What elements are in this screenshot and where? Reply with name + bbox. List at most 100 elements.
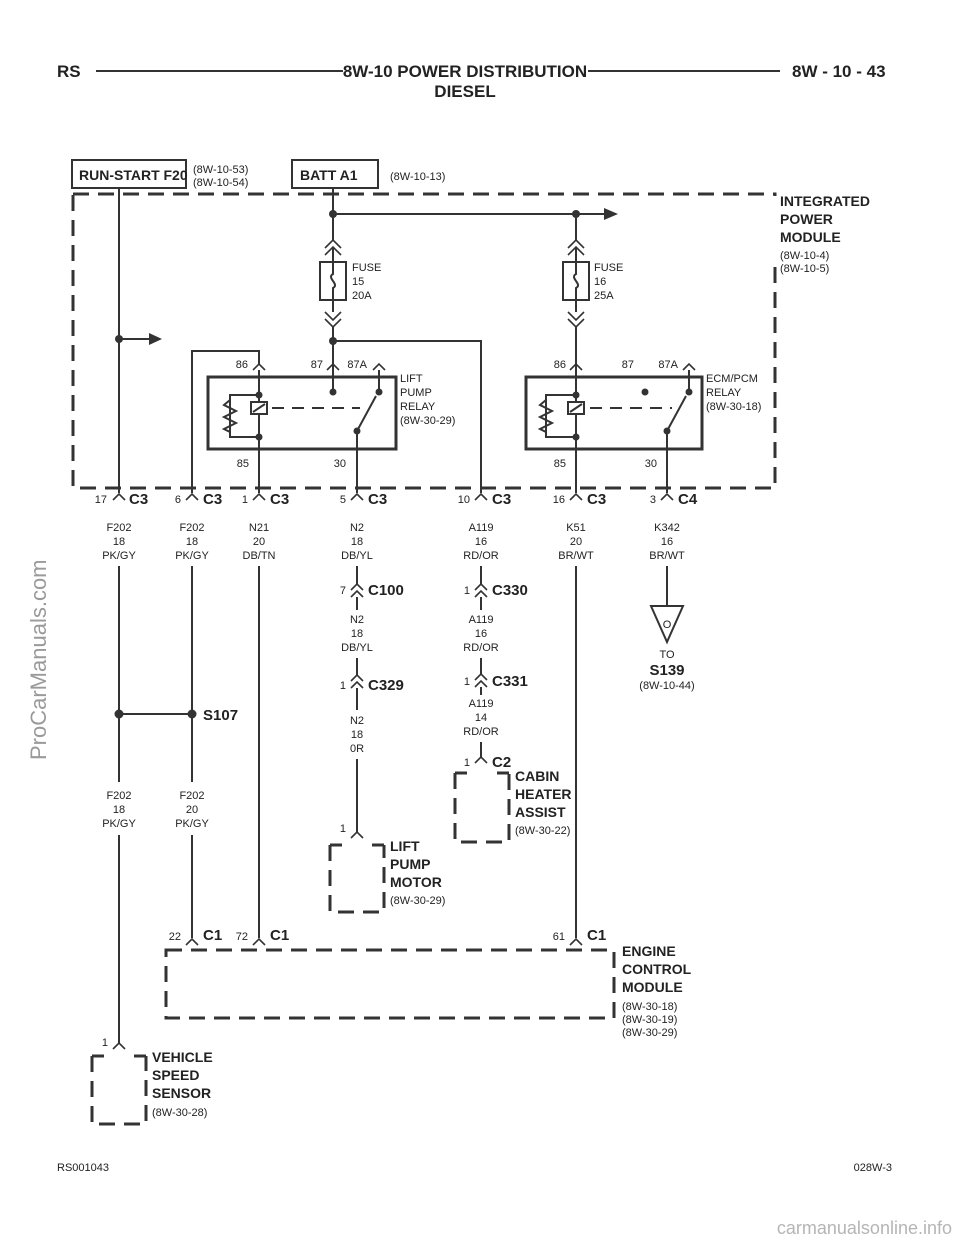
fuse15-bottom-terminal: [324, 311, 342, 329]
s139-to: TO: [659, 649, 675, 661]
wire-label-n2: N2 18 DB/YL: [341, 522, 373, 562]
ecm-relay-label-1: ECM/PCM: [706, 373, 758, 385]
cabin-heater-label-1: CABIN: [515, 768, 559, 784]
ecm-relay-t87a: [682, 362, 696, 371]
ecm-relay-box: [524, 375, 704, 451]
ecm-relay-pin86: 86: [554, 359, 566, 371]
svg-text:K51: K51: [566, 522, 586, 534]
ecm-relay-coil-slash: [569, 403, 583, 413]
svg-text:C3: C3: [492, 491, 511, 508]
svg-text:1: 1: [242, 494, 248, 506]
svg-text:18: 18: [113, 536, 125, 548]
svg-text:RD/OR: RD/OR: [463, 642, 499, 654]
ecm-relay-t86: [569, 362, 583, 371]
svg-text:C3: C3: [203, 491, 222, 508]
ecm-relay-pin30: 30: [645, 458, 657, 470]
wire-label-f202-mid-low: F202 20 PK/GY: [175, 790, 209, 830]
side-watermark: ProCarManuals.com: [26, 559, 51, 760]
lift-relay-t86: [252, 362, 266, 371]
svg-text:DB/YL: DB/YL: [341, 642, 373, 654]
footer-figure-id: RS001043: [57, 1162, 109, 1174]
fuse16-element: [573, 262, 579, 300]
vss-ref: (8W-30-28): [152, 1107, 207, 1119]
s139-ref: (8W-10-44): [639, 680, 694, 692]
svg-text:C329: C329: [368, 677, 404, 694]
svg-text:C330: C330: [492, 582, 528, 599]
wire-label-f202-left-low: F202 18 PK/GY: [102, 790, 136, 830]
lift-relay-label-1: LIFT: [400, 373, 423, 385]
ecm-relay-pin87a: 87A: [658, 359, 678, 371]
connector-c330: 1 C330: [464, 582, 528, 610]
svg-text:RD/OR: RD/OR: [463, 726, 499, 738]
vss-label-1: VEHICLE: [152, 1049, 213, 1065]
fuse16-bottom-terminal: [567, 311, 585, 329]
a119-internal-wire: [333, 340, 482, 493]
page-number: 8W - 10 - 43: [792, 62, 886, 81]
lift-relay-t87a: [372, 362, 386, 371]
lift-relay-switch-arm: [356, 395, 377, 432]
batt-ref: (8W-10-13): [390, 171, 445, 183]
lift-relay-label-2: PUMP: [400, 387, 432, 399]
ipm-ref-1: (8W-10-4): [780, 250, 829, 262]
connector-c3-17: 17 C3: [95, 491, 148, 508]
ecm-outline: [164, 948, 616, 1020]
ecm-ref-1: (8W-30-18): [622, 1001, 677, 1013]
svg-text:K342: K342: [654, 522, 680, 534]
svg-text:14: 14: [475, 712, 487, 724]
svg-text:PK/GY: PK/GY: [175, 550, 209, 562]
wire-label-k51: K51 20 BR/WT: [558, 522, 594, 562]
connector-c3-16: 16 C3: [553, 491, 606, 508]
svg-text:DB/YL: DB/YL: [341, 550, 373, 562]
cabin-heater-label-2: HEATER: [515, 786, 572, 802]
footer-code: 028W-3: [854, 1162, 892, 1174]
svg-text:C1: C1: [203, 927, 222, 944]
svg-text:BR/WT: BR/WT: [558, 550, 594, 562]
lift-relay-coil-loop: [229, 394, 259, 438]
lift-relay-coil-slash: [252, 403, 266, 413]
svg-text:N2: N2: [350, 522, 364, 534]
ecm-label-2: CONTROL: [622, 961, 692, 977]
s139-label: S139: [649, 662, 684, 679]
connector-c3-6: 6 C3: [175, 491, 222, 508]
lift-relay-pin86: 86: [236, 359, 248, 371]
lift-motor-label-3: MOTOR: [390, 874, 442, 890]
connector-c3-5: 5 C3: [340, 491, 387, 508]
svg-text:N21: N21: [249, 522, 269, 534]
svg-text:C3: C3: [368, 491, 387, 508]
cabin-heater-label-3: ASSIST: [515, 804, 566, 820]
ecm-relay-87-contact: [641, 388, 649, 396]
connector-c2: 1 C2: [464, 754, 511, 771]
lift-relay-pin85: 85: [237, 458, 249, 470]
wire-label-a119-3: A119 14 RD/OR: [463, 698, 499, 738]
svg-text:BR/WT: BR/WT: [649, 550, 685, 562]
svg-text:18: 18: [186, 536, 198, 548]
ecm-relay-ref: (8W-30-18): [706, 401, 761, 413]
connector-c329: 1 C329: [340, 673, 404, 710]
bottom-watermark: carmanualsonline.info: [777, 1218, 952, 1238]
svg-text:72: 72: [236, 931, 248, 943]
wire-label-n2-2: N2 18 DB/YL: [341, 614, 373, 654]
run-start-ref2: (8W-10-54): [193, 177, 248, 189]
vss-label-3: SENSOR: [152, 1085, 211, 1101]
lift-relay-box: [206, 375, 398, 451]
f202-internal-wire: [191, 350, 260, 493]
ecm-ref-2: (8W-30-19): [622, 1014, 677, 1026]
vss-pin: 1: [102, 1037, 108, 1049]
svg-text:7: 7: [340, 585, 346, 597]
fuse15-rating: 20A: [352, 290, 372, 302]
run-start-arrow: [149, 333, 162, 345]
svg-text:3: 3: [650, 494, 656, 506]
ecm-relay-switch-arm: [666, 395, 687, 432]
svg-text:10: 10: [458, 494, 470, 506]
batt-box: [291, 159, 379, 189]
wire-label-n2-3: N2 18 0R: [350, 715, 364, 755]
lift-relay-resistor: [221, 399, 239, 433]
svg-text:1: 1: [340, 680, 346, 692]
svg-text:0R: 0R: [350, 743, 364, 755]
connector-c100: 7 C100: [340, 582, 404, 610]
lift-relay-pin30: 30: [334, 458, 346, 470]
svg-text:C3: C3: [129, 491, 148, 508]
connector-c331: 1 C331: [464, 672, 528, 695]
lift-motor-pin: 1: [340, 823, 346, 835]
svg-text:1: 1: [464, 585, 470, 597]
